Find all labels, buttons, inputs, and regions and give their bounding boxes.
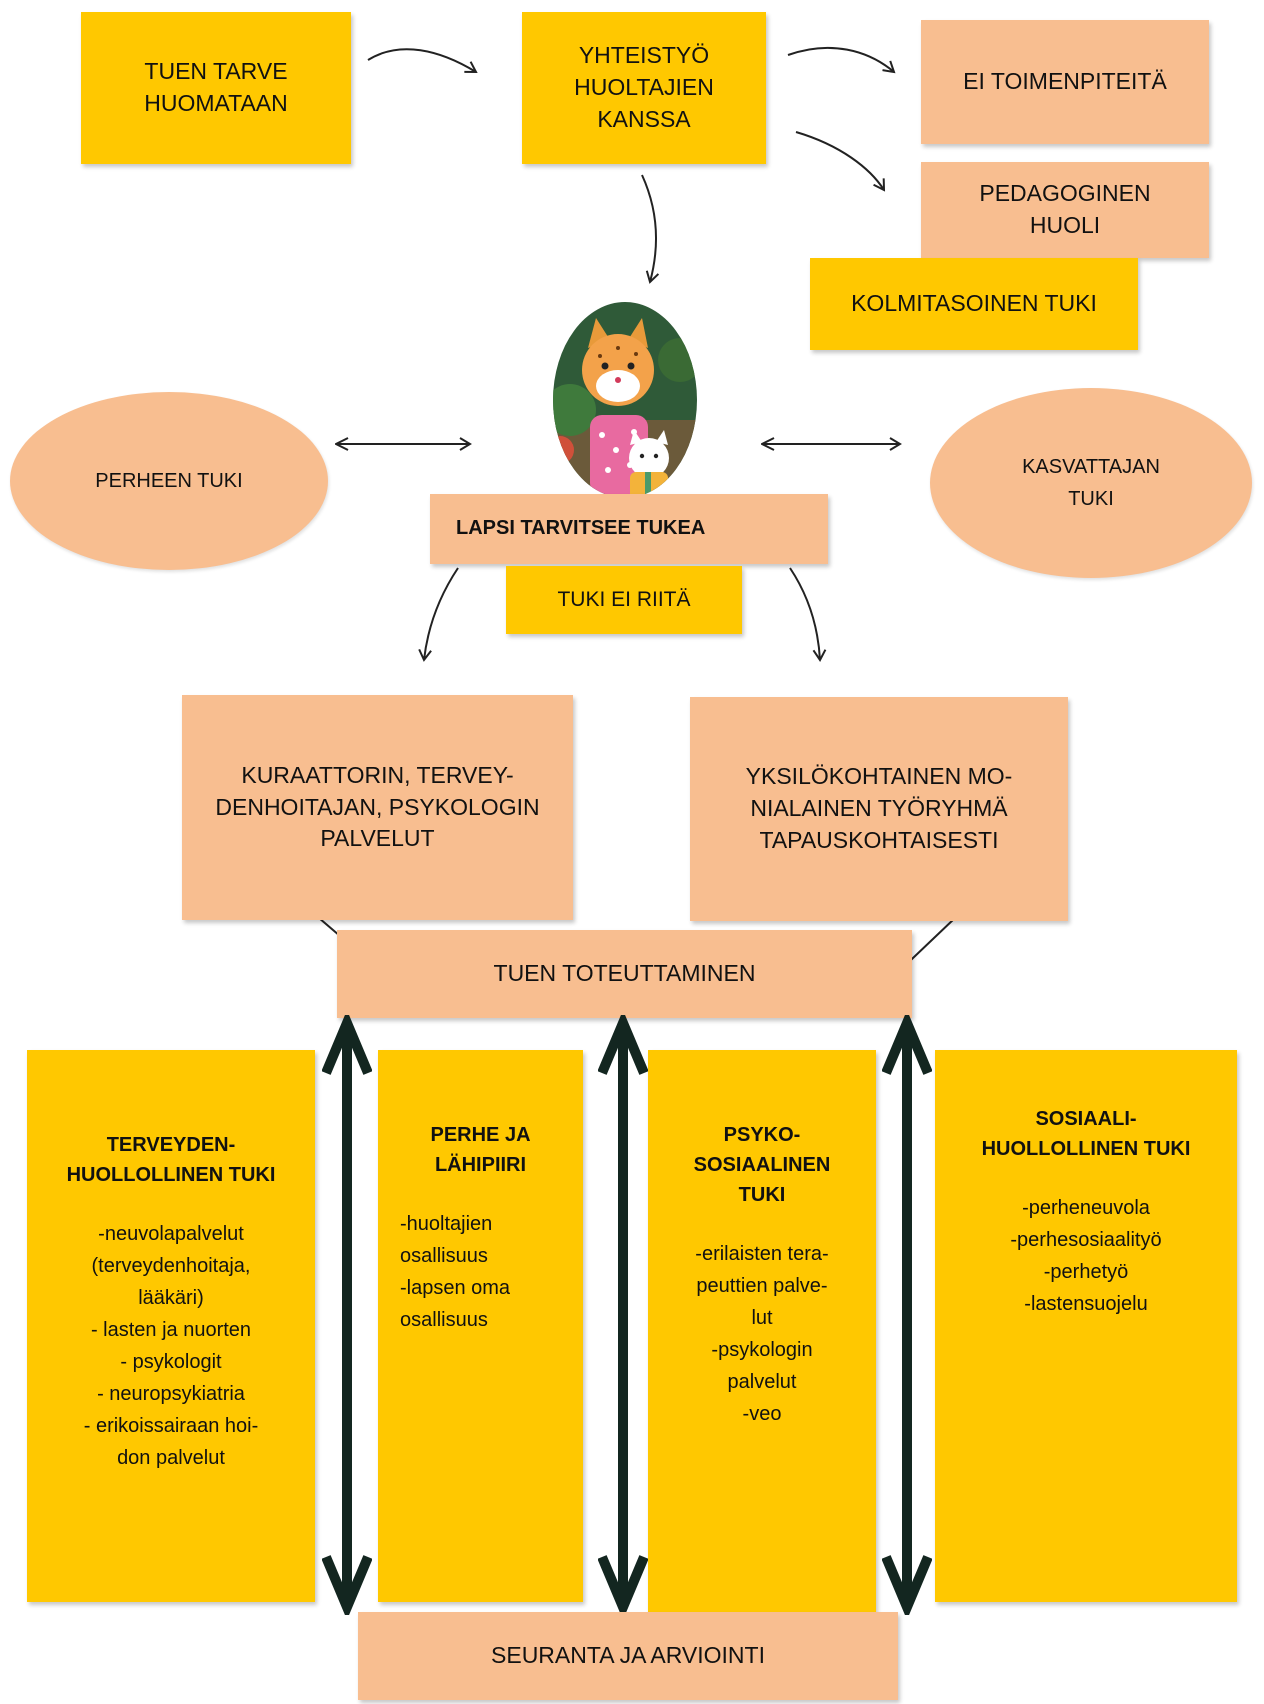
pedagoginen-huoli-label: PEDAGOGINEN HUOLI: [979, 180, 1151, 238]
yhteistyo-box: YHTEISTYÖ HUOLTAJIEN KANSSA: [522, 12, 766, 164]
arrow-yhteistyo-to-lapsi: [641, 174, 660, 284]
column-items: -perheneuvola -perhesosiaalityö -perhety…: [1010, 1197, 1162, 1315]
tyoryhma-box: YKSILÖKOHTAINEN MO- NIALAINEN TYÖRYHMÄ T…: [690, 697, 1068, 921]
pedagoginen-huoli-box: PEDAGOGINEN HUOLI: [921, 162, 1209, 258]
arrow-yhteistyo-to-pedagoginen: [795, 131, 886, 192]
double-arrow-1-icon: [322, 1015, 372, 1615]
lapsi-tarvitsee-tukea-box: LAPSI TARVITSEE TUKEA: [430, 494, 828, 564]
arrow-yhteistyo-to-ei-toimenpiteita: [787, 46, 896, 74]
column-title: TERVEYDEN- HUOLLOLLINEN TUKI: [66, 1134, 276, 1186]
arrow-lapsi-to-kuraattori: [418, 567, 459, 662]
yhteistyo-label: YHTEISTYÖ HUOLTAJIEN KANSSA: [574, 42, 714, 132]
terveydenhuollollinen-tuki-column: TERVEYDEN- HUOLLOLLINEN TUKI -neuvolapal…: [27, 1050, 315, 1602]
kolmitasoinen-tuki-label: KOLMITASOINEN TUKI: [851, 290, 1097, 317]
lapsi-tarvitsee-tukea-label: LAPSI TARVITSEE TUKEA: [456, 517, 706, 540]
ei-toimenpiteita-label: EI TOIMENPITEITÄ: [963, 68, 1167, 95]
kasvattajan-tuki-ellipse: KASVATTAJAN TUKI: [930, 388, 1252, 578]
perheen-tuki-ellipse: PERHEEN TUKI: [10, 392, 328, 570]
arrow-lapsi-to-tyoryhma: [789, 567, 827, 662]
tuen-toteuttaminen-label: TUEN TOTEUTTAMINEN: [493, 960, 756, 987]
cat-characters-illustration-icon: [553, 302, 697, 498]
sosiaalihuollollinen-tuki-column: SOSIAALI- HUOLLOLLINEN TUKI -perheneuvol…: [935, 1050, 1237, 1602]
tuen-toteuttaminen-box: TUEN TOTEUTTAMINEN: [337, 930, 912, 1018]
kuraattori-palvelut-box: KURAATTORIN, TERVEY- DENHOITAJAN, PSYKOL…: [182, 695, 573, 920]
tuen-tarve-box: TUEN TARVE HUOMATAAN: [81, 12, 351, 164]
seuranta-ja-arviointi-label: SEURANTA JA ARVIOINTI: [491, 1642, 765, 1669]
tyoryhma-label: YKSILÖKOHTAINEN MO- NIALAINEN TYÖRYHMÄ T…: [745, 763, 1013, 853]
column-title: SOSIAALI- HUOLLOLLINEN TUKI: [981, 1108, 1191, 1160]
tuki-ei-riita-box: TUKI EI RIITÄ: [506, 566, 742, 634]
double-arrow-2-icon: [598, 1015, 648, 1615]
tuki-ei-riita-label: TUKI EI RIITÄ: [557, 587, 691, 611]
kuraattori-palvelut-label: KURAATTORIN, TERVEY- DENHOITAJAN, PSYKOL…: [215, 761, 540, 852]
arrow-tarve-to-yhteistyo: [367, 48, 478, 74]
ei-toimenpiteita-box: EI TOIMENPITEITÄ: [921, 20, 1209, 144]
kasvattajan-tuki-label: KASVATTAJAN TUKI: [1022, 456, 1160, 510]
perheen-tuki-label: PERHEEN TUKI: [95, 470, 243, 492]
psykososiaalinen-tuki-column: PSYKO- SOSIAALINEN TUKI -erilaisten tera…: [648, 1050, 876, 1614]
perhe-ja-lahipiiri-column: PERHE JA LÄHIPIIRI -huoltajien osallisuu…: [378, 1050, 583, 1602]
kolmitasoinen-tuki-box: KOLMITASOINEN TUKI: [810, 258, 1138, 350]
column-items: -erilaisten tera- peuttien palve- lut -p…: [695, 1243, 829, 1425]
column-title: PSYKO- SOSIAALINEN TUKI: [693, 1124, 831, 1206]
seuranta-ja-arviointi-box: SEURANTA JA ARVIOINTI: [358, 1612, 898, 1700]
tuen-tarve-label: TUEN TARVE HUOMATAAN: [144, 58, 288, 116]
column-items: -neuvolapalvelut (terveydenhoitaja, lääk…: [83, 1223, 259, 1469]
double-arrow-3-icon: [882, 1015, 932, 1615]
column-title: PERHE JA LÄHIPIIRI: [430, 1124, 531, 1176]
column-items: -huoltajien osallisuus -lapsen oma osall…: [400, 1213, 511, 1331]
